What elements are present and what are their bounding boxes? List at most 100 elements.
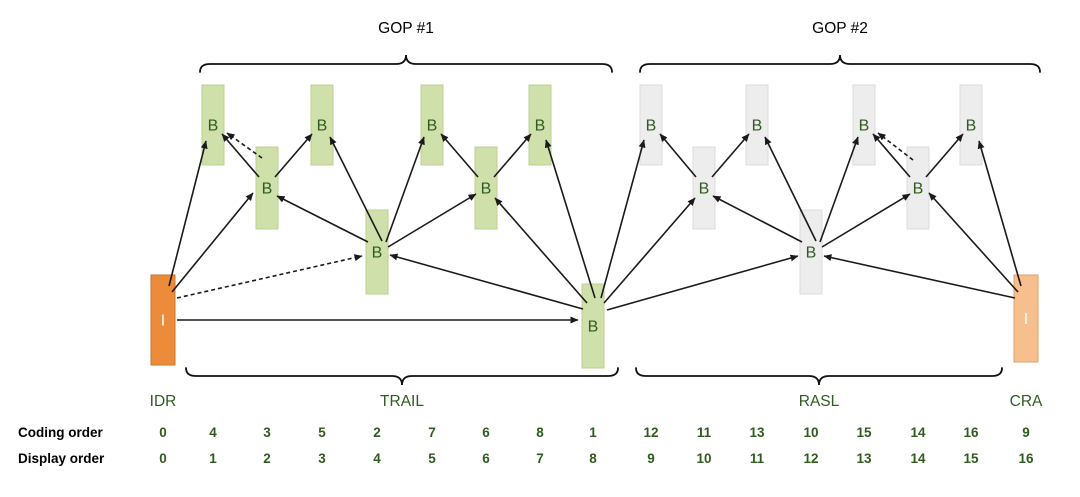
display-order-value: 3 (318, 451, 326, 466)
ref-arrow-idr-to-b-d1 (168, 140, 208, 287)
gop1-brace-label: GOP #1 (378, 20, 434, 37)
frame-b-d2-letter: B (262, 181, 273, 198)
coding-order-value: 13 (749, 425, 765, 440)
ref-arrow-b-d12-to-b-d14 (821, 193, 911, 248)
frame-b-d9 (639, 84, 663, 166)
ref-arrow-cra-to-b-d14 (928, 192, 1019, 293)
frame-idr-letter: I (161, 313, 165, 330)
coding-order-value: 11 (697, 425, 712, 440)
display-order-value: 7 (536, 451, 544, 466)
frame-b-d10-letter: B (699, 181, 710, 198)
gop2-brace (639, 54, 1041, 73)
ref-arrow-b-d10-to-b-d9 (659, 133, 697, 178)
frame-b-d5-letter: B (427, 118, 438, 135)
display-order-value: 2 (263, 451, 271, 466)
ref-arrow-b-d14-to-b-d13 (872, 133, 911, 178)
frame-b-d1-letter: B (208, 118, 219, 135)
ref-arrow-b-d4-to-b-d2 (276, 195, 369, 243)
coding-order-value: 3 (263, 425, 271, 440)
ref-arrow-b-d4-to-b-d5 (385, 136, 425, 243)
trail-brace (185, 367, 619, 386)
cra-label: CRA (1010, 393, 1043, 410)
ref-arrow-b-d8-to-b-d12 (606, 254, 799, 311)
display-order-value: 9 (647, 451, 655, 466)
frame-b-d15-letter: B (966, 118, 977, 135)
ref-arrow-cra-to-b-d15 (977, 140, 1022, 287)
display-order-value: 5 (428, 451, 436, 466)
frames-layer (150, 84, 1039, 369)
coding-order-row-label: Coding order (18, 425, 103, 440)
frame-b-d8-letter: B (588, 319, 599, 336)
frame-b-d9-letter: B (646, 118, 657, 135)
gop2-brace-label: GOP #2 (812, 20, 868, 37)
frame-b-d13-letter: B (859, 118, 870, 135)
coding-order-value: 1 (589, 425, 597, 440)
ref-arrow-cra-to-b-d12 (823, 254, 1016, 299)
frame-b-d5 (420, 84, 444, 166)
ref-arrow-b-d8-to-b-d7 (544, 139, 596, 299)
frame-b-d2 (255, 146, 279, 230)
rasl-brace-label: RASL (799, 393, 840, 410)
frame-b-d4-letter: B (372, 245, 383, 262)
display-order-value: 10 (696, 451, 711, 466)
frame-b-d14 (906, 146, 930, 230)
display-order-value: 12 (803, 451, 818, 466)
display-order-value: 8 (589, 451, 597, 466)
coding-order-value: 9 (1022, 425, 1030, 440)
idr-label: IDR (150, 393, 177, 410)
frame-b-d6 (474, 146, 498, 230)
frame-b-d3 (310, 84, 334, 166)
frame-b-d11-letter: B (752, 118, 763, 135)
coding-order-value: 2 (373, 425, 381, 440)
frame-cra (1013, 274, 1039, 363)
coding-order-value: 16 (963, 425, 979, 440)
frame-cra-letter: I (1024, 311, 1028, 328)
reference-arrows-layer (168, 132, 1022, 324)
ref-arrow-b-d4-to-b-d6 (387, 193, 477, 248)
ref-arrow-b-d6-to-b-d7 (493, 133, 532, 178)
coding-order-value: 12 (643, 425, 658, 440)
ref-arrow-b-d8-to-b-d9 (600, 139, 646, 299)
frame-b-d6-letter: B (481, 181, 492, 198)
frame-idr (150, 274, 176, 366)
ref-arrow-cra-to-b-d13 (877, 132, 914, 161)
trail-brace-label: TRAIL (380, 393, 424, 410)
frame-b-d12-letter: B (806, 245, 817, 262)
display-order-value: 16 (1018, 451, 1034, 466)
labels-layer: IDR CRA (150, 393, 1043, 410)
ref-arrow-b-d8-to-b-d6 (494, 197, 588, 304)
ref-arrow-idr-to-b-d2 (171, 192, 254, 293)
frame-b-d8 (581, 283, 605, 369)
gop1-brace (199, 54, 613, 73)
frame-b-d12 (799, 209, 823, 295)
ref-arrow-b-d8-to-b-d10 (603, 197, 696, 304)
display-order-value: 13 (856, 451, 872, 466)
frame-b-d15 (959, 84, 983, 166)
ref-arrow-b-d2-to-b-d1 (221, 133, 260, 178)
ref-arrow-idr-to-b-d4 (176, 254, 363, 299)
braces-layer: GOP #1 GOP #2 TRAIL RASL (185, 20, 1041, 410)
coding-order-value: 10 (803, 425, 818, 440)
display-order-value: 0 (159, 451, 167, 466)
coding-order-value: 8 (536, 425, 544, 440)
coding-order-value: 5 (318, 425, 326, 440)
display-order-value: 4 (373, 451, 381, 466)
ref-arrow-b-d12-to-b-d10 (712, 195, 803, 243)
ref-arrow-b-d12-to-b-d11 (764, 136, 817, 242)
coding-order-value: 15 (856, 425, 872, 440)
ref-arrow-b-d10-to-b-d11 (711, 133, 750, 178)
coding-order-value: 14 (910, 425, 926, 440)
ref-arrow-b-d2-to-b-d3 (274, 133, 313, 178)
rasl-brace (635, 367, 1003, 386)
frame-b-d7-letter: B (535, 118, 546, 135)
ref-arrow-b-d4-to-b-d1 (226, 132, 263, 159)
display-order-value: 6 (482, 451, 490, 466)
frame-b-d11 (745, 84, 769, 166)
frame-b-d3-letter: B (317, 118, 328, 135)
frame-letters-layer: I B B B B B B B B B B B B B B B I (161, 118, 1028, 336)
ref-arrow-b-d4-to-b-d3 (329, 136, 383, 242)
frame-b-d14-letter: B (913, 181, 924, 198)
